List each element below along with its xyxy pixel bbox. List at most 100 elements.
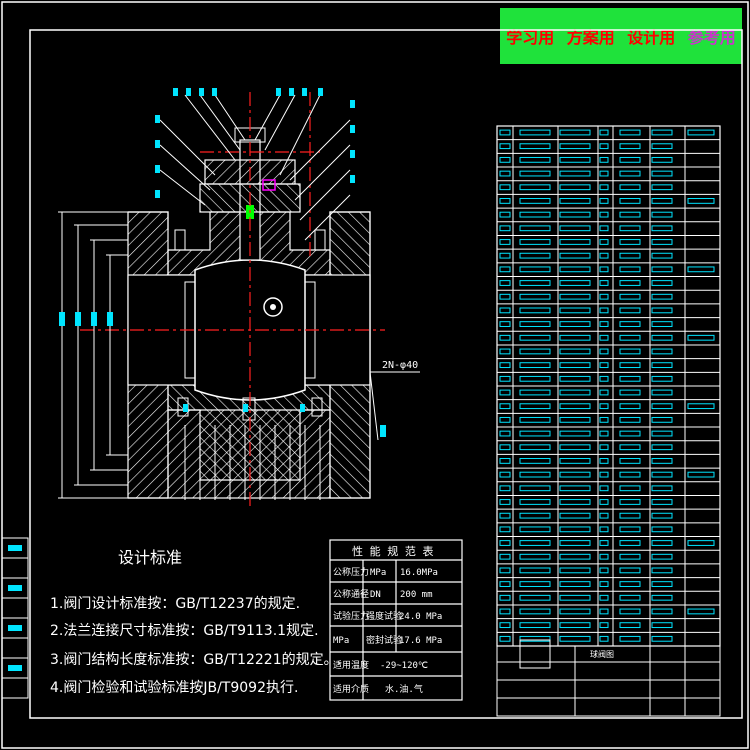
parts-cell-mark: [559, 485, 591, 492]
parts-cell-mark: [687, 266, 715, 273]
parts-cell-mark: [651, 252, 673, 259]
parts-cell-mark: [499, 348, 511, 355]
parts-cell-mark: [559, 280, 591, 286]
parts-cell-mark: [651, 430, 673, 437]
parts-cell-mark: [619, 334, 641, 341]
parts-cell-mark: [559, 608, 591, 615]
parts-cell-mark: [599, 307, 609, 314]
spec-table: 性 能 规 范 表 公称压力 MPa 16.0MPa 公称通径 DN 200 m…: [329, 539, 463, 701]
parts-cell-mark: [499, 321, 511, 327]
parts-cell-mark: [619, 170, 641, 177]
parts-cell-mark: [651, 485, 673, 492]
parts-cell-mark: [651, 198, 673, 204]
parts-cell-mark: [499, 403, 511, 410]
parts-cell-mark: [559, 225, 591, 232]
parts-cell-mark: [619, 143, 641, 150]
parts-cell-mark: [559, 567, 591, 574]
parts-cell-mark: [559, 499, 591, 505]
parts-cell-mark: [559, 307, 591, 314]
spec-r1-c3: 16.0MPa: [400, 568, 438, 578]
parts-cell-mark: [599, 389, 609, 396]
parts-cell-mark: [499, 225, 511, 232]
parts-cell-mark: [619, 266, 641, 273]
parts-cell-mark: [599, 334, 609, 341]
parts-cell-mark: [519, 526, 551, 533]
parts-cell-mark: [619, 567, 641, 574]
parts-cell-mark: [651, 334, 673, 341]
usage-banner: 学习用 方案用 设计用 参考用: [500, 8, 742, 64]
parts-cell-mark: [599, 567, 609, 574]
parts-cell-mark: [519, 198, 551, 204]
parts-cell-mark: [559, 416, 591, 423]
parts-cell-mark: [599, 444, 609, 451]
parts-cell-mark: [599, 608, 609, 615]
parts-cell-mark: [599, 375, 609, 382]
parts-cell-mark: [599, 143, 609, 150]
parts-cell-mark: [619, 403, 641, 410]
parts-cell-mark: [499, 362, 511, 369]
parts-cell-mark: [559, 348, 591, 355]
parts-cell-mark: [499, 458, 511, 464]
parts-cell-mark: [559, 293, 591, 300]
parts-cell-mark: [519, 458, 551, 464]
parts-cell-mark: [651, 129, 673, 136]
parts-cell-mark: [559, 553, 591, 560]
parts-cell-mark: [519, 156, 551, 163]
parts-cell-mark: [519, 280, 551, 286]
parts-cell-mark: [519, 293, 551, 300]
lower-bonnet: [167, 409, 331, 499]
parts-cell-mark: [651, 471, 673, 478]
parts-cell-mark: [559, 334, 591, 341]
parts-cell-mark: [499, 143, 511, 150]
parts-cell-mark: [599, 184, 609, 191]
parts-cell-mark: [599, 239, 609, 245]
parts-cell-mark: [619, 156, 641, 163]
parts-cell-mark: [619, 280, 641, 286]
note-item-4: 4.阀门检验和试验标准按JB/T9092执行.: [50, 680, 298, 696]
parts-cell-mark: [687, 198, 715, 204]
parts-cell-mark: [599, 581, 609, 587]
parts-cell-mark: [519, 622, 551, 629]
parts-cell-mark: [651, 416, 673, 423]
spec-r6-c2: 水.油.气: [385, 683, 423, 695]
parts-cell-mark: [599, 403, 609, 410]
parts-cell-mark: [519, 266, 551, 273]
parts-cell-mark: [499, 444, 511, 451]
parts-cell-mark: [519, 581, 551, 587]
banner-label-design: 设计用: [627, 28, 676, 47]
parts-cell-mark: [499, 375, 511, 382]
parts-cell-mark: [559, 526, 591, 533]
parts-cell-mark: [651, 156, 673, 163]
parts-cell-mark: [687, 129, 715, 136]
spec-r2-c1: 公称通径: [333, 588, 369, 600]
parts-cell-mark: [519, 499, 551, 505]
parts-cell-mark: [619, 184, 641, 191]
parts-cell-mark: [559, 143, 591, 150]
parts-cell-mark: [599, 471, 609, 478]
title-block-label: 球阀图: [590, 649, 614, 659]
parts-cell-mark: [519, 211, 551, 218]
parts-cell-mark: [519, 375, 551, 382]
parts-cell-mark: [559, 635, 591, 642]
parts-cell-mark: [559, 184, 591, 191]
parts-cell-mark: [651, 622, 673, 629]
dimension-lines: [58, 211, 128, 499]
parts-cell-mark: [559, 430, 591, 437]
parts-cell-mark: [519, 553, 551, 560]
banner-label-reference: 参考用: [687, 28, 736, 47]
parts-cell-mark: [499, 252, 511, 259]
parts-cell-mark: [599, 526, 609, 533]
parts-cell-mark: [619, 225, 641, 232]
banner-label-scheme: 方案用: [566, 28, 615, 47]
parts-cell-mark: [619, 512, 641, 519]
parts-cell-mark: [651, 512, 673, 519]
parts-cell-mark: [599, 198, 609, 204]
parts-cell-mark: [651, 389, 673, 396]
parts-cell-mark: [519, 430, 551, 437]
parts-cell-mark: [559, 211, 591, 218]
parts-cell-mark: [499, 512, 511, 519]
spec-r3-c3: 24.0 MPa: [399, 612, 442, 622]
parts-cell-mark: [651, 553, 673, 560]
parts-cell-mark: [599, 156, 609, 163]
parts-cell-mark: [599, 458, 609, 464]
